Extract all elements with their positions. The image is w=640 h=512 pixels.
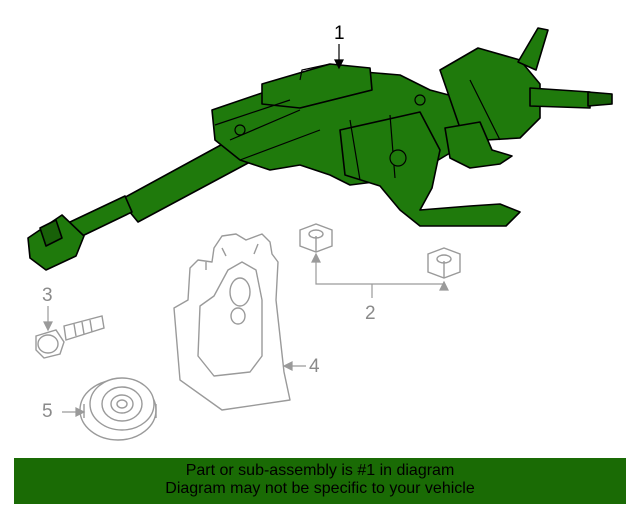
nut-part[interactable] [299,223,461,279]
callout-1: 1 [334,23,345,44]
nut-right [427,247,461,279]
bolt-part[interactable] [35,315,105,359]
callout-1-leader [334,44,344,70]
steering-shaft-end [529,87,591,109]
callout-5-leader [62,407,86,417]
side-bracket [444,121,513,169]
info-banner: Part or sub-assembly is #1 in diagram Di… [14,458,626,504]
nut-left [299,223,333,253]
callout-4-leader [282,361,306,371]
banner-line-1: Part or sub-assembly is #1 in diagram [185,462,455,479]
callout-3-leader [43,306,53,332]
callout-5: 5 [42,401,53,422]
universal-joint-yoke [39,219,63,247]
callout-2: 2 [365,303,376,324]
spline-end [587,91,613,107]
column-details [214,63,501,181]
callout-3: 3 [42,285,53,306]
banner-line-2: Diagram may not be specific to your vehi… [165,480,475,497]
steering-column-part[interactable] [27,27,613,271]
cover-part[interactable] [173,233,291,411]
tilt-lever [517,27,549,71]
callout-4: 4 [309,356,320,377]
bearing-part[interactable] [79,377,157,441]
parts-diagram [27,27,613,441]
callout-2-leader [311,252,449,298]
mounting-bracket [339,111,521,227]
